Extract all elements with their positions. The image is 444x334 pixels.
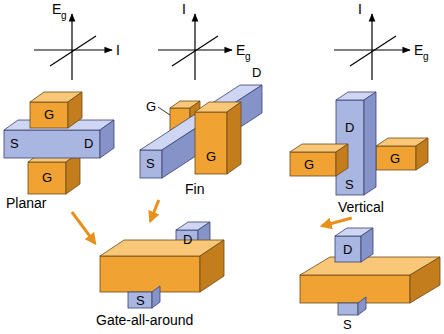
terminal-letter: D bbox=[84, 137, 93, 150]
terminal-letter: G bbox=[146, 100, 156, 113]
axis-label: g bbox=[423, 52, 429, 62]
device-figure: G S D G Planar bbox=[0, 90, 116, 212]
device-caption: Gate-all-around bbox=[96, 313, 193, 327]
terminal-letter: D bbox=[183, 233, 192, 246]
axis-triad bbox=[158, 14, 232, 80]
terminal-letter: D bbox=[345, 121, 354, 134]
finfet-device bbox=[140, 85, 262, 178]
axis-triad bbox=[34, 14, 112, 80]
transition-arrow bbox=[150, 200, 158, 221]
terminal-letter: D bbox=[343, 243, 352, 256]
transition-arrow bbox=[322, 218, 352, 226]
vertical-device bbox=[290, 92, 428, 195]
terminal-letter: S bbox=[136, 294, 145, 307]
transition-arrow bbox=[72, 212, 95, 243]
device-caption: Vertical bbox=[338, 200, 384, 214]
terminal-letter: S bbox=[343, 318, 352, 331]
gaa-vertical-device bbox=[300, 228, 440, 315]
axis-label: E bbox=[414, 43, 423, 57]
axis-label: I bbox=[182, 2, 186, 16]
axis-label: I bbox=[116, 43, 120, 57]
axis-label: g bbox=[245, 52, 251, 62]
gaa-horizontal-device bbox=[100, 222, 224, 308]
terminal-letter: G bbox=[390, 152, 400, 165]
axis-triad bbox=[334, 14, 410, 80]
device-figure: D G S G Vertical bbox=[285, 82, 430, 218]
terminal-letter: S bbox=[10, 137, 19, 150]
axis-label: E bbox=[236, 43, 245, 57]
terminal-letter: G bbox=[206, 150, 216, 163]
terminal-letter: S bbox=[146, 157, 155, 170]
device-caption: Fin bbox=[185, 182, 204, 196]
axis-label: g bbox=[61, 11, 67, 21]
device-caption: Planar bbox=[6, 196, 46, 210]
terminal-letter: S bbox=[345, 178, 354, 191]
device-figure: D S Gate-all-around bbox=[95, 221, 230, 332]
axis-label: I bbox=[358, 2, 362, 16]
device-figure: D G S G Fin bbox=[128, 64, 268, 200]
axis-label: E bbox=[52, 2, 61, 16]
planar-device bbox=[4, 92, 114, 194]
device-figure: DS bbox=[292, 226, 442, 334]
terminal-letter: G bbox=[304, 158, 314, 171]
terminal-letter: D bbox=[252, 66, 261, 79]
terminal-letter: G bbox=[42, 171, 52, 184]
terminal-letter: G bbox=[44, 108, 54, 121]
